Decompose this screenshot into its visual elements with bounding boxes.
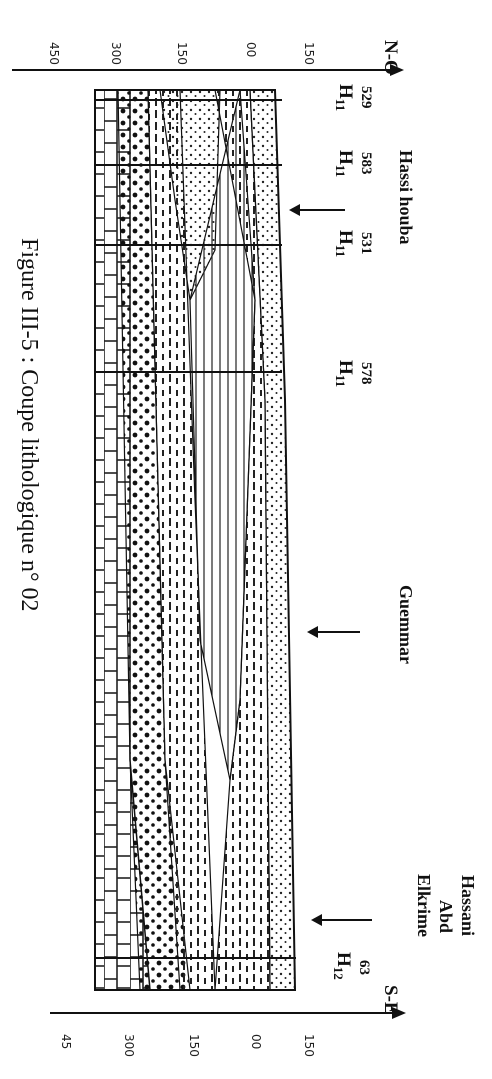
arrow-icon xyxy=(311,914,322,926)
orientation-bottom-label: S-E xyxy=(380,985,401,1015)
arrow-icon xyxy=(307,626,318,638)
well-63-number: 63 xyxy=(356,960,372,975)
scale-top-tick-2: 150 xyxy=(175,42,189,65)
well-583-code: H11 xyxy=(333,150,356,177)
scale-bottom-tick-4: 45 xyxy=(59,1034,73,1049)
scale-bottom-tick-1: 00 xyxy=(249,1034,263,1049)
locality-guemmar: Guemmar xyxy=(396,585,416,664)
well-63-code: H12 xyxy=(331,952,354,980)
well-labels: 529 H11 583 H11 531 H11 578 H11 63 H12 xyxy=(331,84,374,980)
scale-bottom-tick-2: 150 xyxy=(187,1034,201,1057)
well-583-number: 583 xyxy=(358,152,374,175)
well-529-number: 529 xyxy=(358,86,374,109)
well-531-code: H11 xyxy=(333,230,356,257)
scale-bottom-tick-3: 300 xyxy=(122,1034,136,1057)
scale-top-tick-3: 300 xyxy=(109,42,123,65)
section-body xyxy=(95,90,295,990)
orientation-top-label: N-O xyxy=(380,40,401,75)
well-578-number: 578 xyxy=(358,362,374,385)
locality-hassani: Hassani xyxy=(458,875,478,936)
locality-elkrime: Elkrime xyxy=(414,874,434,937)
locality-abd: Abd xyxy=(436,900,456,933)
figure-caption: Figure III-5 : Coupe lithologique n° 02 xyxy=(16,238,42,612)
scale-top-tick-4: 450 xyxy=(47,42,61,65)
locality-markers: Hassi houba Guemmar Hassani Abd Elkrime xyxy=(289,150,478,937)
well-578-code: H11 xyxy=(333,360,356,387)
scale-top-tick-1: 00 xyxy=(244,42,258,57)
well-529-code: H11 xyxy=(333,84,356,111)
scale-top-tick-0: 150 xyxy=(302,42,316,65)
arrow-icon xyxy=(289,204,300,216)
scale-bottom-tick-0: 150 xyxy=(302,1034,316,1057)
scale-bottom: 150 00 150 300 45 xyxy=(50,1007,406,1057)
well-531-number: 531 xyxy=(358,232,374,255)
scale-top: 150 00 150 300 450 xyxy=(12,42,404,76)
locality-hassi-houba: Hassi houba xyxy=(396,150,416,245)
